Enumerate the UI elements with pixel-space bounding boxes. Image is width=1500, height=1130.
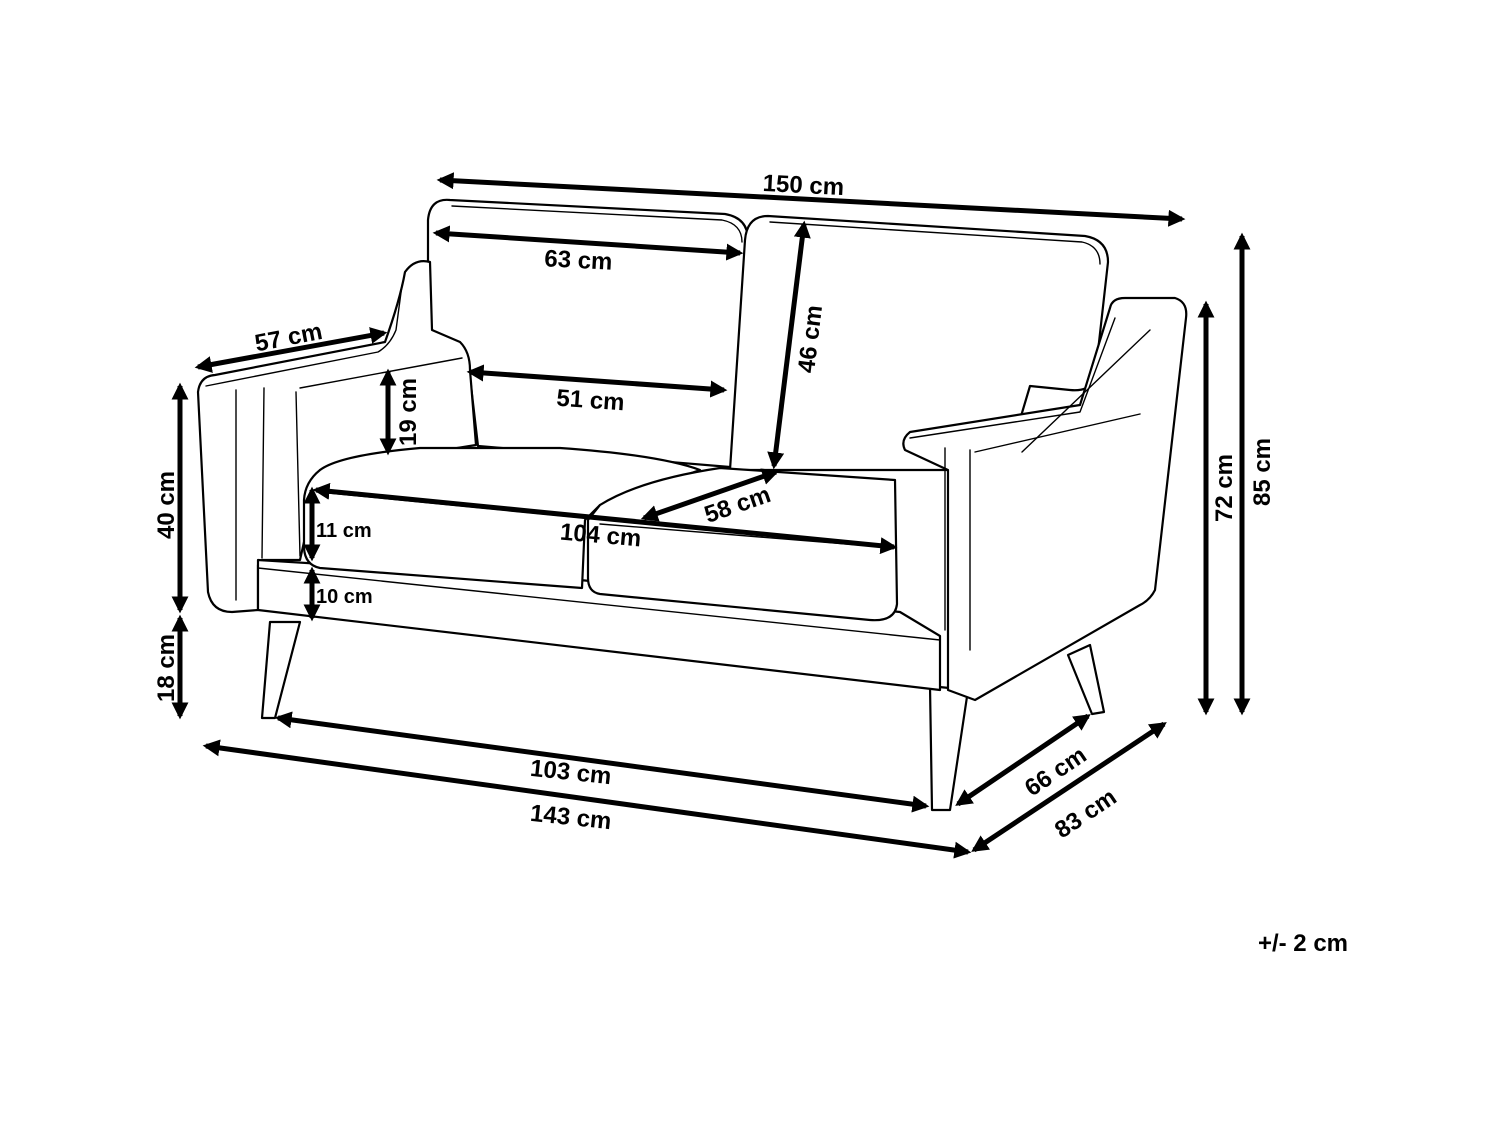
dimension-lines [171,172,1251,859]
label-armrest-height: 72 cm [1211,454,1238,522]
label-base-thickness: 10 cm [316,586,373,608]
label-armrest-height-above-seat: 19 cm [395,378,422,446]
label-seat-cushion-thickness: 11 cm [316,520,372,542]
label-seat-height: 40 cm [153,471,180,539]
label-base-width: 143 cm [529,800,613,835]
label-leg-height: 18 cm [153,634,180,702]
armrest-left [196,260,478,614]
front-right-leg [928,684,970,812]
sofa-drawing [196,198,1188,812]
dim-line-104 [312,482,898,555]
dim-line-46 [767,220,811,470]
dim-line-51 [466,364,728,398]
dim-line-57 [194,327,388,373]
dim-line-143 [202,739,972,859]
front-left-leg [260,620,302,720]
label-seat-width-single: 51 cm [556,385,626,417]
dim-line-63 [432,225,744,261]
dim-line-150 [436,172,1186,227]
label-total-height: 85 cm [1249,438,1276,506]
label-backrest-cushion-width: 63 cm [544,245,613,276]
label-total-width: 150 cm [762,170,845,201]
back-right-leg [1066,643,1106,716]
armrest-right [902,296,1188,702]
dim-line-83 [971,721,1167,853]
backrest-cushion-left [426,198,750,470]
label-tolerance: +/- 2 cm [1258,930,1348,957]
